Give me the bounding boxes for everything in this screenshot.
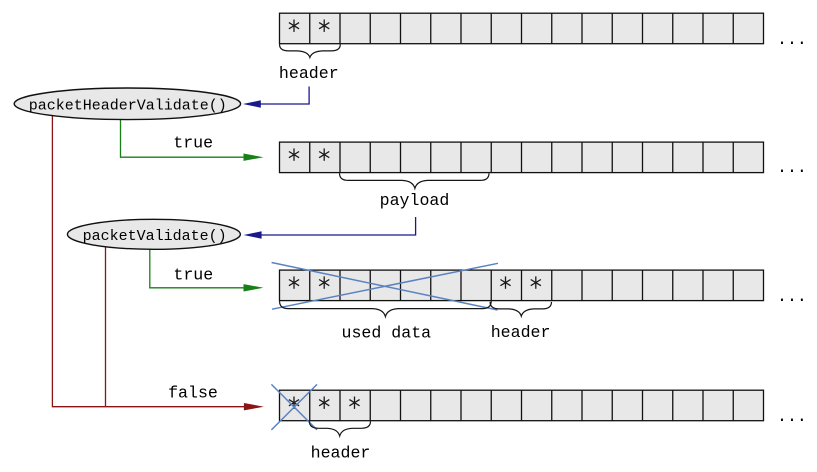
svg-text:...: ... [777, 407, 807, 426]
svg-text:true: true [173, 265, 213, 284]
svg-text:...: ... [777, 30, 807, 49]
svg-text:header: header [279, 64, 339, 83]
svg-text:payload: payload [380, 191, 450, 210]
svg-text:used data: used data [341, 324, 431, 343]
svg-text:header: header [311, 444, 371, 463]
svg-text:header: header [491, 323, 551, 342]
svg-text:true: true [173, 133, 213, 152]
svg-text:packetHeaderValidate(): packetHeaderValidate() [29, 98, 227, 115]
svg-text:packetValidate(): packetValidate() [83, 228, 227, 245]
svg-text:false: false [168, 383, 218, 402]
svg-text:...: ... [777, 158, 807, 177]
svg-text:...: ... [777, 287, 807, 306]
